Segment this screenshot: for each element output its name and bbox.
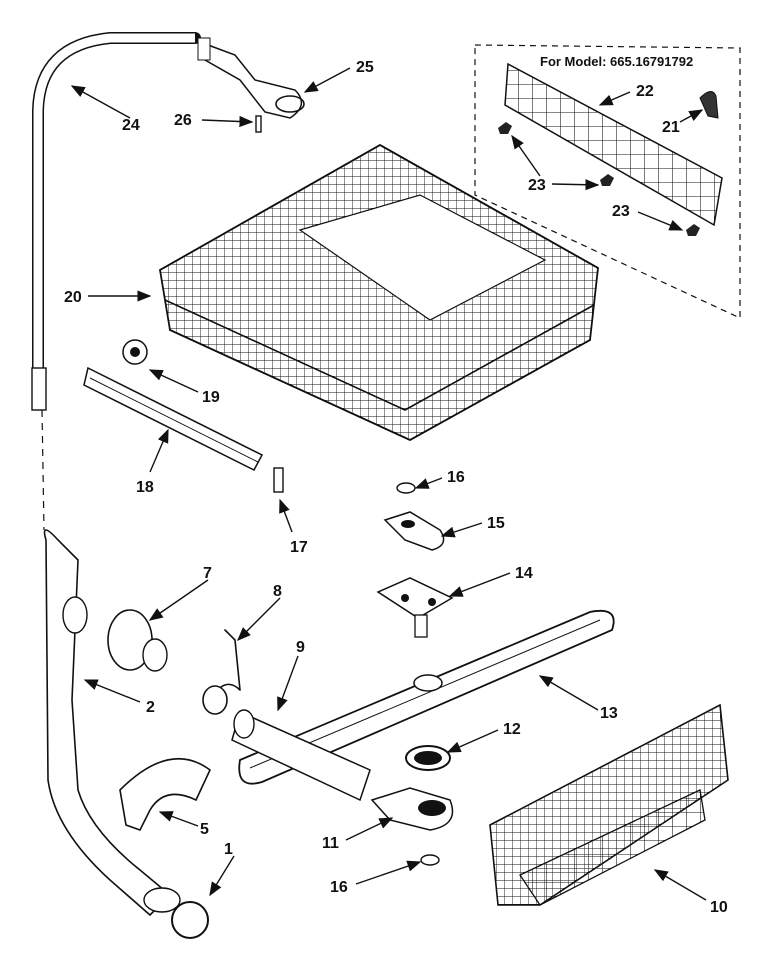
callout-5: 5 (200, 821, 209, 838)
part-26-screw (255, 115, 262, 133)
part-7-gasket (107, 609, 168, 672)
callout-2: 2 (146, 699, 155, 716)
part-16-washer-bottom (420, 854, 440, 866)
callout-labels: 1 2 5 7 8 9 10 11 12 13 14 15 16 16 17 1… (64, 59, 728, 916)
part-21-clip (699, 91, 719, 119)
callout-22: 22 (636, 83, 654, 100)
callout-15: 15 (487, 515, 505, 532)
part-17-stop (273, 467, 284, 493)
callout-1: 1 (224, 841, 233, 858)
part-5-clamp (119, 757, 211, 831)
part-15-bracket (383, 511, 445, 551)
callout-16-top: 16 (447, 469, 465, 486)
callout-17: 17 (290, 539, 308, 556)
part-22-label-strip (504, 62, 723, 227)
callout-26: 26 (174, 112, 192, 129)
callout-8: 8 (273, 583, 282, 600)
part-20-rack (159, 143, 599, 442)
callout-25: 25 (356, 59, 374, 76)
part-10-filter (489, 703, 729, 906)
callout-16-bottom: 16 (330, 879, 348, 896)
part-24-tube (31, 32, 201, 531)
part-9-tube (231, 709, 371, 802)
part-23-clips (498, 122, 700, 236)
callout-23-a: 23 (528, 177, 546, 194)
callout-11: 11 (322, 835, 339, 852)
part-12-seal (405, 745, 451, 771)
callout-13: 13 (600, 705, 618, 722)
callout-20: 20 (64, 289, 82, 306)
part-8-clip (202, 629, 241, 715)
part-13-spray-arm (238, 609, 615, 785)
callout-7: 7 (203, 565, 212, 582)
callout-14: 14 (515, 565, 533, 582)
part-2-feed-tube (43, 529, 181, 917)
model-note: For Model: 665.16791792 (540, 54, 693, 69)
callout-21: 21 (662, 119, 680, 136)
callout-18: 18 (136, 479, 154, 496)
part-16-washer-top (396, 482, 416, 494)
part-19-roller (122, 339, 148, 365)
callout-24: 24 (122, 117, 140, 134)
callout-9: 9 (296, 639, 305, 656)
callout-19: 19 (202, 389, 220, 406)
leader-lines (70, 67, 707, 901)
part-25-connector (197, 37, 305, 119)
part-11-manifold (370, 787, 454, 831)
callout-23-c: 23 (612, 203, 630, 220)
callout-12: 12 (503, 721, 521, 738)
part-18-track (83, 366, 264, 471)
part-14-hub (376, 577, 454, 638)
model-option-box: For Model: 665.16791792 (474, 44, 741, 319)
callout-10: 10 (710, 899, 728, 916)
part-1-oring (171, 901, 209, 939)
